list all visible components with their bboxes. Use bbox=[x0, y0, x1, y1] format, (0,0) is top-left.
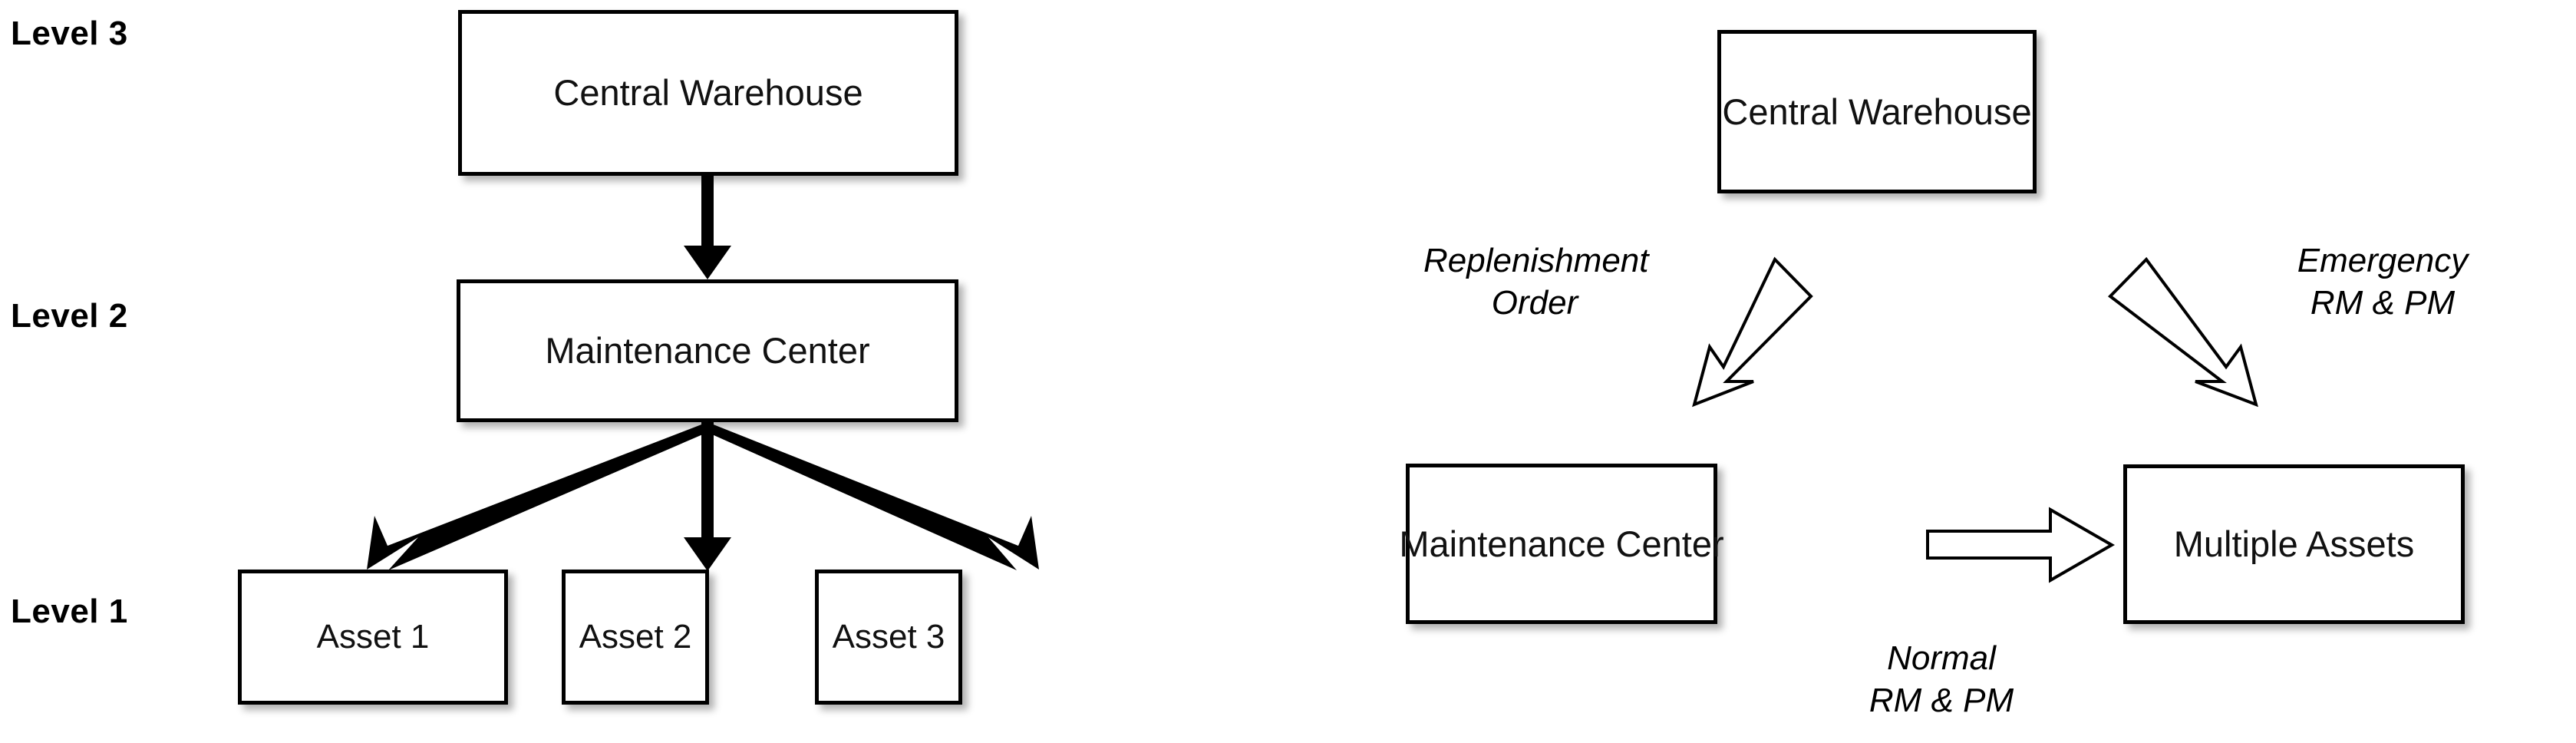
flow-label-line-2: RM & PM bbox=[1869, 682, 2014, 719]
node-label: Maintenance Center bbox=[1399, 523, 1724, 564]
node-asset-3[interactable]: Asset 3 bbox=[815, 570, 962, 705]
arrow-replenishment-order bbox=[1692, 256, 1813, 408]
flow-label-line-2: Order bbox=[1491, 284, 1578, 322]
arrow-normal-rm-pm bbox=[1926, 507, 2116, 583]
node-asset-2[interactable]: Asset 2 bbox=[562, 570, 709, 705]
node-label: Multiple Assets bbox=[2173, 523, 2415, 565]
node-central-warehouse-right[interactable]: Central Warehouse bbox=[1717, 30, 2037, 193]
flow-label-emergency-rm-pm: Emergency RM & PM bbox=[2271, 239, 2494, 324]
node-multiple-assets[interactable]: Multiple Assets bbox=[2123, 464, 2465, 624]
flow-label-normal-rm-pm: Normal RM & PM bbox=[1838, 637, 2045, 722]
level-label-2: Level 2 bbox=[11, 297, 128, 335]
arrow-emergency-rm-pm bbox=[2107, 256, 2258, 408]
arrow-mc-to-asset1 bbox=[367, 422, 710, 570]
node-label: Central Warehouse bbox=[1722, 91, 2032, 132]
node-label: Central Warehouse bbox=[553, 72, 863, 114]
node-label: Asset 3 bbox=[832, 617, 945, 655]
node-maintenance-center-right[interactable]: Maintenance Center bbox=[1399, 464, 1724, 624]
flow-label-line-1: Replenishment bbox=[1423, 242, 1649, 279]
arrow-mc-to-asset3 bbox=[705, 422, 1039, 570]
node-asset-1[interactable]: Asset 1 bbox=[238, 570, 508, 705]
level-label-3: Level 3 bbox=[11, 15, 128, 52]
arrow-mc-to-asset2 bbox=[684, 422, 731, 571]
level-label-1: Level 1 bbox=[11, 593, 128, 630]
node-label: Maintenance Center bbox=[545, 330, 870, 372]
node-label: Asset 2 bbox=[579, 617, 692, 655]
node-label: Asset 1 bbox=[316, 617, 430, 655]
node-central-warehouse-left[interactable]: Central Warehouse bbox=[458, 10, 958, 176]
flow-label-line-1: Emergency bbox=[2297, 242, 2469, 279]
flow-label-line-2: RM & PM bbox=[2310, 284, 2456, 322]
flow-label-replenishment-order: Replenishment Order bbox=[1423, 239, 1649, 324]
arrow-cw-to-mc-left bbox=[684, 176, 731, 279]
node-maintenance-center-left[interactable]: Maintenance Center bbox=[457, 279, 958, 422]
flow-label-line-1: Normal bbox=[1887, 639, 1996, 677]
